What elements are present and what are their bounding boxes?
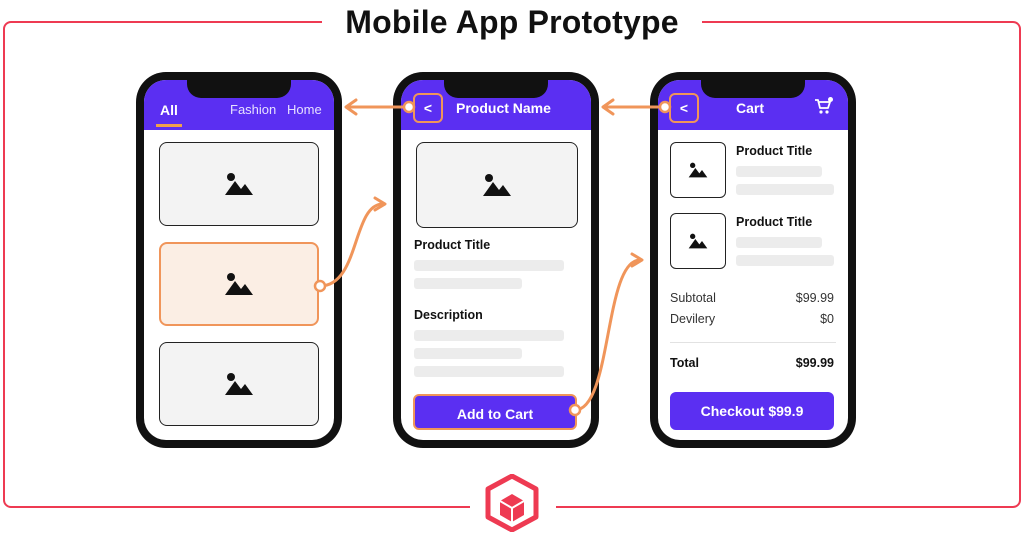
skeleton-line (414, 278, 522, 289)
phone-home: All Fashion Home (136, 72, 342, 448)
cart-item-title: Product Title (736, 215, 813, 229)
subtotal-label: Subtotal (670, 291, 716, 305)
cart-topbar: < Cart (658, 80, 848, 130)
image-icon (225, 173, 253, 195)
tab-all[interactable]: All (160, 102, 178, 118)
subtotal-value: $99.99 (795, 291, 834, 305)
skeleton-line (414, 330, 564, 341)
product-header-title: Product Name (456, 100, 551, 116)
page-title: Mobile App Prototype (322, 2, 702, 42)
phone-notch (701, 80, 805, 98)
cart-item-title: Product Title (736, 144, 813, 158)
image-icon (688, 233, 708, 249)
total-label: Total (670, 356, 699, 370)
back-button[interactable]: < (679, 100, 689, 116)
product-card[interactable] (159, 142, 319, 226)
brand-logo-icon (485, 474, 539, 532)
product-topbar: < Product Name (401, 80, 591, 130)
image-icon (225, 273, 253, 295)
product-screen: < Product Name Product Title Description… (401, 80, 591, 440)
skeleton-line (414, 366, 564, 377)
skeleton-line (736, 184, 834, 195)
cart-header-title: Cart (736, 100, 765, 116)
phone-cart: < Cart Product Title Product Title Subto… (650, 72, 856, 448)
description-label: Description (414, 308, 483, 322)
product-card[interactable] (159, 342, 319, 426)
product-card-selected[interactable] (159, 242, 319, 326)
skeleton-line (736, 166, 822, 177)
phone-product: < Product Name Product Title Description… (393, 72, 599, 448)
checkout-button[interactable]: Checkout $99.9 (670, 392, 834, 430)
image-icon (483, 174, 511, 196)
cart-icon[interactable] (814, 97, 834, 115)
cart-item-thumbnail (670, 213, 726, 269)
image-icon (225, 373, 253, 395)
cart-screen: < Cart Product Title Product Title Subto… (658, 80, 848, 440)
home-screen: All Fashion Home (144, 80, 334, 440)
phone-notch (444, 80, 548, 98)
active-tab-indicator (156, 124, 182, 127)
skeleton-line (736, 255, 834, 266)
summary-divider (670, 342, 836, 343)
total-value: $99.99 (795, 356, 834, 370)
skeleton-line (414, 348, 522, 359)
tab-fashion[interactable]: Fashion (230, 102, 277, 117)
phone-notch (187, 80, 291, 98)
product-title-label: Product Title (414, 238, 491, 252)
delivery-label: Devilery (670, 312, 716, 326)
skeleton-line (414, 260, 564, 271)
skeleton-line (736, 237, 822, 248)
product-image (416, 142, 578, 228)
add-to-cart-button[interactable]: Add to Cart (413, 394, 577, 430)
home-topbar: All Fashion Home (144, 80, 334, 130)
cart-item-thumbnail (670, 142, 726, 198)
tab-home[interactable]: Home (287, 102, 322, 117)
back-button[interactable]: < (423, 100, 433, 116)
delivery-value: $0 (820, 312, 834, 326)
image-icon (688, 162, 708, 178)
